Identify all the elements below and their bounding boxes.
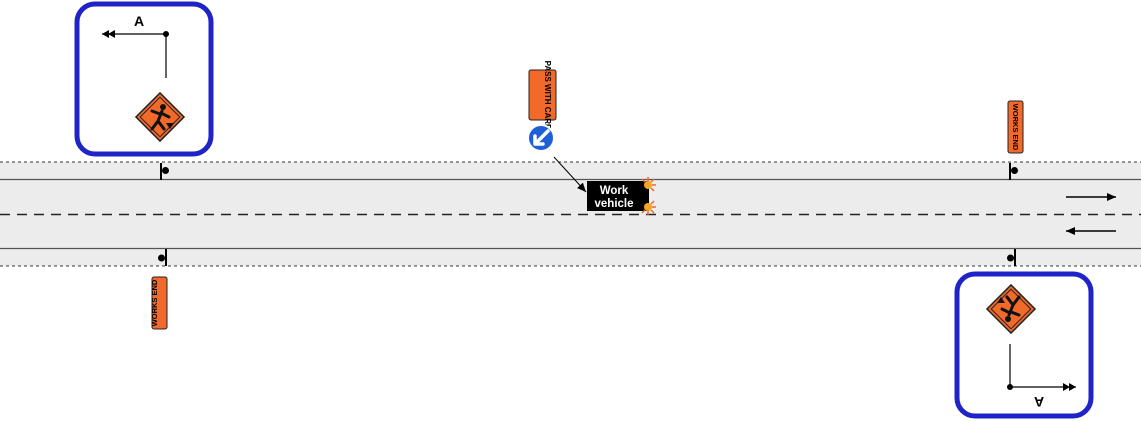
pass-with-care-board	[528, 69, 557, 121]
detail-marker-label: A	[134, 13, 144, 29]
works-end-label: WORKS END	[1011, 104, 1020, 151]
works-end-board	[151, 276, 168, 330]
detail-frame-top-left: A	[74, 1, 214, 157]
sign-post-top-right	[1009, 163, 1018, 180]
sign-post-bottom-right	[1007, 249, 1016, 266]
sign-post-top-left	[160, 163, 169, 180]
detail-post-dot	[1007, 384, 1013, 390]
detail-frame-bottom-right: A	[954, 271, 1094, 419]
work-vehicle-body	[587, 181, 649, 211]
detail-frame-border	[954, 271, 1094, 419]
sign-post-bottom-left	[158, 249, 167, 266]
work-vehicle-label-line2: vehicle	[595, 198, 634, 210]
work-vehicle: Work vehicle	[587, 177, 656, 215]
pass-with-care-label: PASS WITH CARE	[543, 61, 552, 130]
road	[0, 161, 1141, 267]
work-vehicle-label-line1: Work	[600, 185, 629, 197]
detail-marker-label: A	[1034, 394, 1044, 410]
works-end-sign-bottom: WORKS END	[150, 276, 168, 330]
works-end-label: WORKS END	[150, 279, 159, 326]
detail-post-dot	[163, 31, 169, 37]
pass-with-care-sign: PASS WITH CARE	[528, 61, 557, 130]
flashing-beacon-icon	[641, 200, 656, 215]
sign-placement-leader-line	[553, 156, 587, 193]
works-end-sign-top: WORKS END	[1007, 100, 1024, 154]
works-end-board	[1007, 100, 1024, 154]
flashing-beacon-icon	[641, 177, 656, 192]
keep-left-sign	[527, 124, 555, 152]
